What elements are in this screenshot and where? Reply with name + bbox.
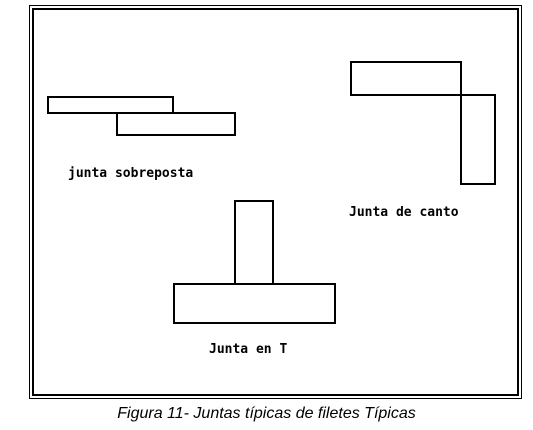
lap-joint-lower-plate — [116, 112, 236, 136]
lap-joint-upper-plate — [47, 96, 174, 114]
outer-frame-border — [29, 5, 522, 399]
corner-joint-vertical-plate — [460, 94, 496, 185]
corner-joint-horizontal-plate — [350, 61, 462, 96]
t-joint-drawing — [173, 200, 336, 324]
corner-joint-label: Junta de canto — [349, 205, 459, 220]
t-joint-base-plate — [173, 283, 336, 324]
t-joint-label: Junta en T — [209, 342, 287, 357]
figure-caption: Figura 11- Juntas típicas de filetes Típ… — [117, 405, 416, 422]
t-joint-vertical-plate — [234, 200, 274, 285]
inner-frame-border — [32, 8, 519, 396]
figure-diagram: junta sobreposta Junta de canto Junta en… — [29, 5, 522, 399]
lap-joint-drawing — [47, 96, 236, 136]
lap-joint-label: junta sobreposta — [68, 166, 193, 181]
corner-joint-drawing — [350, 61, 496, 185]
